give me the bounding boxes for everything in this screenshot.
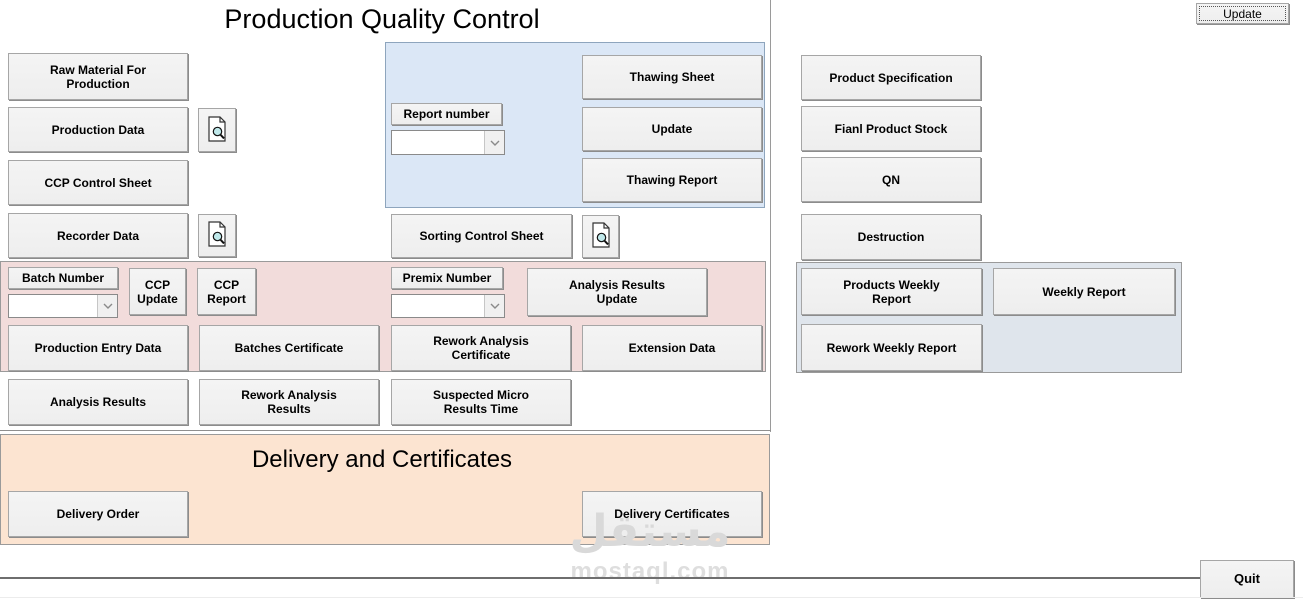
ccp-update-label: CCP Update [137, 277, 178, 306]
premix-number-value [392, 295, 484, 317]
batches-certificate-label: Batches Certificate [234, 341, 344, 355]
rework-weekly-report-button[interactable]: Rework Weekly Report [801, 324, 982, 371]
report-number-label-text: Report number [403, 107, 490, 121]
print-preview-icon [207, 115, 227, 145]
extension-data-label: Extension Data [628, 341, 716, 355]
extension-data-button[interactable]: Extension Data [582, 325, 762, 371]
thawing-sheet-button[interactable]: Thawing Sheet [582, 55, 762, 99]
premix-number-label-text: Premix Number [402, 271, 492, 285]
analysis-results-update-label: Analysis Results Update [568, 278, 666, 306]
print-preview-icon [591, 222, 611, 251]
products-weekly-report-button[interactable]: Products Weekly Report [801, 268, 982, 315]
weekly-report-button[interactable]: Weekly Report [993, 268, 1175, 315]
quit-button[interactable]: Quit [1200, 560, 1294, 598]
production-data-preview-button[interactable] [198, 108, 236, 152]
analysis-results-label: Analysis Results [49, 395, 147, 409]
fianl-product-stock-button[interactable]: Fianl Product Stock [801, 106, 981, 151]
raw-material-label: Raw Material For Production [49, 62, 147, 91]
rework-weekly-report-label: Rework Weekly Report [826, 340, 957, 355]
qn-button[interactable]: QN [801, 157, 981, 202]
page-title: Production Quality Control [224, 4, 540, 34]
delivery-certificates-label: Delivery Certificates [614, 507, 730, 521]
recorder-data-label: Recorder Data [56, 228, 140, 243]
rework-analysis-certificate-label: Rework Analysis Certificate [433, 334, 529, 362]
ccp-control-sheet-button[interactable]: CCP Control Sheet [8, 160, 188, 205]
analysis-results-update-button[interactable]: Analysis Results Update [527, 268, 707, 316]
top-update-button[interactable]: Update [1196, 3, 1289, 24]
chevron-down-icon [97, 295, 117, 317]
recorder-data-preview-button[interactable] [198, 214, 236, 257]
chevron-down-icon [484, 295, 504, 317]
ccp-report-button[interactable]: CCP Report [197, 268, 256, 315]
production-data-button[interactable]: Production Data [8, 107, 188, 152]
sorting-control-sheet-button[interactable]: Sorting Control Sheet [391, 214, 572, 258]
destruction-button[interactable]: Destruction [801, 214, 981, 260]
sorting-preview-button[interactable] [582, 215, 619, 258]
delivery-section-title: Delivery and Certificates [251, 446, 513, 473]
report-number-label: Report number [391, 103, 502, 125]
fianl-product-stock-label: Fianl Product Stock [834, 121, 948, 136]
delivery-order-label: Delivery Order [56, 507, 140, 521]
print-preview-icon [207, 221, 227, 250]
batch-number-combobox[interactable] [8, 294, 118, 318]
report-number-value [392, 131, 484, 154]
destruction-label: Destruction [857, 230, 925, 244]
batches-certificate-button[interactable]: Batches Certificate [199, 325, 379, 371]
chevron-down-icon [484, 131, 504, 154]
thawing-report-label: Thawing Report [626, 173, 718, 187]
thawing-update-label: Update [651, 122, 693, 136]
rework-analysis-results-button[interactable]: Rework Analysis Results [199, 379, 379, 425]
batch-number-label-text: Batch Number [21, 271, 104, 285]
production-entry-data-label: Production Entry Data [34, 341, 162, 355]
rework-analysis-results-label: Rework Analysis Results [241, 388, 337, 416]
premix-number-combobox[interactable] [391, 294, 505, 318]
quit-label: Quit [1234, 571, 1260, 586]
suspected-micro-results-time-button[interactable]: Suspected Micro Results Time [391, 379, 571, 425]
upper-section-bottom-line [0, 430, 771, 431]
vertical-divider [770, 0, 771, 432]
ccp-control-sheet-label: CCP Control Sheet [44, 175, 152, 190]
weekly-report-label: Weekly Report [1042, 284, 1126, 299]
analysis-results-button[interactable]: Analysis Results [8, 379, 188, 425]
bottom-faint-line [0, 597, 1303, 598]
batch-number-value [9, 295, 97, 317]
suspected-micro-results-time-label: Suspected Micro Results Time [432, 388, 530, 416]
top-update-label: Update [1223, 6, 1262, 21]
qn-label: QN [882, 172, 900, 187]
watermark-url: mostaql.com [570, 558, 730, 585]
ccp-update-button[interactable]: CCP Update [129, 268, 186, 315]
production-entry-data-button[interactable]: Production Entry Data [8, 325, 188, 371]
ccp-report-label: CCP Report [207, 277, 246, 306]
delivery-order-button[interactable]: Delivery Order [8, 491, 188, 537]
premix-number-label: Premix Number [391, 267, 503, 289]
watermark-logo: مستقل [569, 507, 731, 556]
production-data-label: Production Data [51, 122, 145, 137]
rework-analysis-certificate-button[interactable]: Rework Analysis Certificate [391, 325, 571, 371]
thawing-sheet-label: Thawing Sheet [629, 70, 715, 84]
recorder-data-button[interactable]: Recorder Data [8, 213, 188, 258]
sorting-control-sheet-label: Sorting Control Sheet [419, 229, 544, 243]
product-specification-button[interactable]: Product Specification [801, 55, 981, 100]
delivery-certificates-button[interactable]: Delivery Certificates [582, 491, 762, 537]
products-weekly-report-label: Products Weekly Report [843, 277, 940, 306]
batch-number-label: Batch Number [8, 267, 118, 289]
raw-material-for-production-button[interactable]: Raw Material For Production [8, 53, 188, 100]
footer-divider-line [0, 577, 1200, 579]
thawing-report-button[interactable]: Thawing Report [582, 158, 762, 202]
product-specification-label: Product Specification [829, 70, 953, 85]
report-number-combobox[interactable] [391, 130, 505, 155]
thawing-update-button[interactable]: Update [582, 107, 762, 151]
